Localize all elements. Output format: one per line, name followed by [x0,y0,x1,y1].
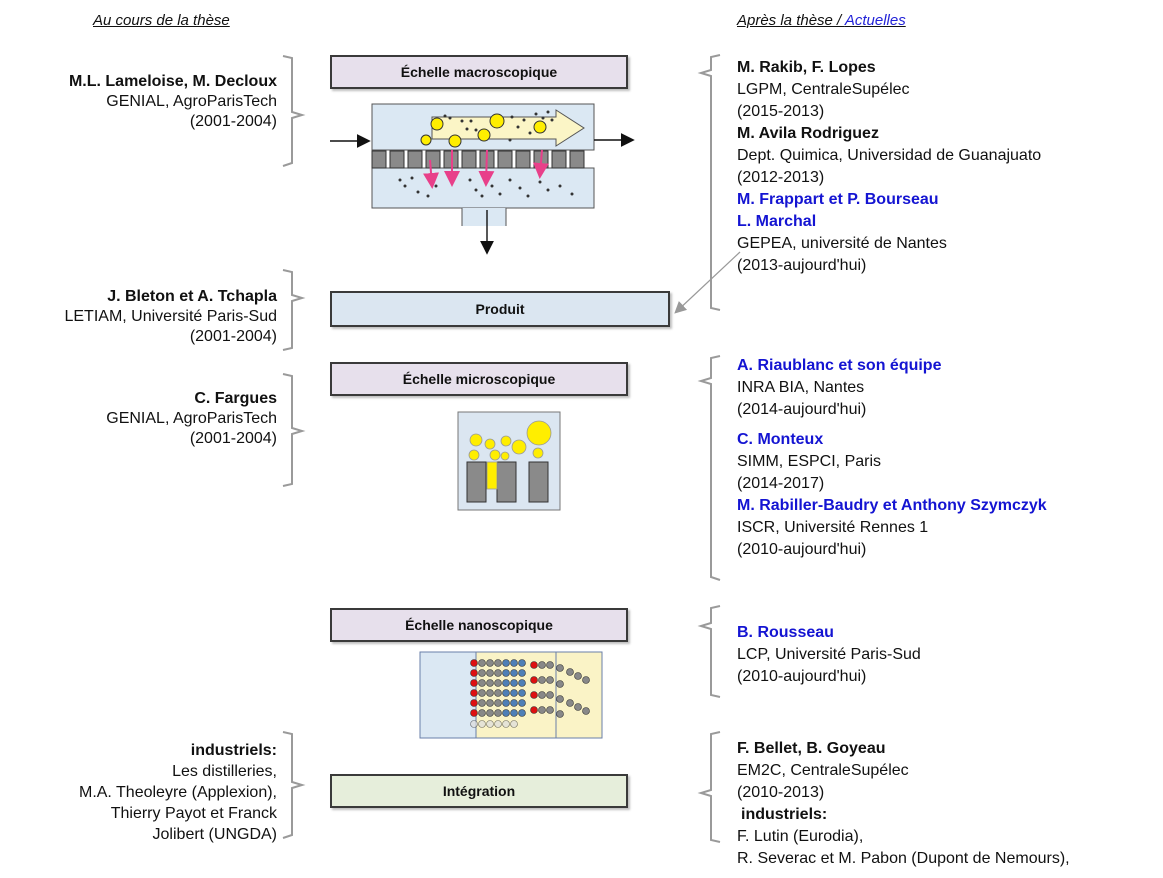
person-name: A. Riaublanc et son équipe [737,357,942,374]
affiliation: GENIAL, AgroParisTech [106,93,277,110]
left-brace-2 [282,269,306,351]
person-name: M.L. Lameloise, M. Decloux [68,73,277,90]
right-brace-integration [697,731,721,843]
person-name: M. Rakib, F. Lopes [737,59,876,76]
affiliation: Dept. Quimica, Universidad de Guanajuato [737,147,1042,164]
header-right: Après la thèse / Actuelles [737,12,906,29]
header-right-link[interactable]: Actuelles [844,12,906,29]
years: (2013-aujourd'hui) [737,257,867,274]
years: (2014-2017) [737,475,825,492]
person-name: J. Bleton et A. Tchapla [107,288,277,305]
years: (2001-2004) [189,113,277,130]
header-right-prefix: Après la thèse / [737,12,845,29]
affiliation: LCP, Université Paris-Sud [737,646,921,663]
macro-illustration [330,103,635,255]
connector-arrow [674,251,741,314]
industrial-line: Les distilleries, [172,763,277,780]
years: (2015-2013) [737,103,825,120]
person-name: L. Marchal [737,213,817,230]
right-brace-micro [697,355,721,581]
right-brace-nano [697,605,721,698]
years: (2010-aujourd'hui) [737,668,867,685]
industrial-line: F. Lutin (Eurodia), [737,828,864,845]
nano-illustration [419,651,603,739]
box-produit: Produit [330,291,670,327]
years: (2010-2013) [737,784,825,801]
box-integration: Intégration [330,774,628,808]
left-group-3: C. Fargues GENIAL, AgroParisTech (2001-2… [0,389,277,449]
industrial-line: R. Severac et M. Pabon (Dupont de Nemour… [737,850,1070,867]
right-group-micro: A. Riaublanc et son équipe INRA BIA, Nan… [737,355,1157,561]
affiliation: LETIAM, Université Paris-Sud [64,308,277,325]
box-macroscopic: Échelle macroscopique [330,55,628,89]
right-group-integration: F. Bellet, B. Goyeau EM2C, CentraleSupél… [737,738,1162,870]
left-group-1: M.L. Lameloise, M. Decloux GENIAL, AgroP… [0,72,277,132]
left-group-4: industriels: Les distilleries, M.A. Theo… [0,740,277,845]
affiliation: GEPEA, université de Nantes [737,235,947,252]
left-brace-3 [282,373,306,487]
right-group-macro: M. Rakib, F. Lopes LGPM, CentraleSupélec… [737,57,1157,277]
right-group-nano: B. Rousseau LCP, Université Paris-Sud (2… [737,622,1157,688]
years: (2010-aujourd'hui) [737,541,867,558]
left-group-2: J. Bleton et A. Tchapla LETIAM, Universi… [0,287,277,347]
affiliation: SIMM, ESPCI, Paris [737,453,882,470]
affiliation: INRA BIA, Nantes [737,379,865,396]
affiliation: GENIAL, AgroParisTech [106,410,277,427]
affiliation: LGPM, CentraleSupélec [737,81,910,98]
affiliation: EM2C, CentraleSupélec [737,762,909,779]
industrial-line: Thierry Payot et Franck [110,805,277,822]
affiliation: ISCR, Université Rennes 1 [737,519,929,536]
industrials-heading: industriels: [190,742,277,759]
left-brace-4 [282,731,306,839]
person-name: M. Avila Rodriguez [737,125,879,142]
person-name: C. Fargues [194,390,277,407]
micro-illustration [457,411,561,511]
person-name: B. Rousseau [737,624,834,641]
years: (2012-2013) [737,169,825,186]
industrials-heading: industriels: [741,806,828,823]
industrial-line: Jolibert (UNGDA) [152,826,277,843]
right-brace-macro [697,54,721,311]
person-name: F. Bellet, B. Goyeau [737,740,886,757]
left-brace-1 [282,55,306,167]
person-name: M. Frappart et P. Bourseau [737,191,939,208]
person-name: M. Rabiller-Baudry et Anthony Szymczyk [737,497,1047,514]
years: (2001-2004) [189,430,277,447]
industrial-line: M.A. Theoleyre (Applexion), [78,784,277,801]
years: (2014-aujourd'hui) [737,401,867,418]
box-nanoscopic: Échelle nanoscopique [330,608,628,642]
person-name: C. Monteux [737,431,824,448]
box-microscopic: Échelle microscopique [330,362,628,396]
years: (2001-2004) [189,328,277,345]
header-left: Au cours de la thèse [93,12,230,29]
